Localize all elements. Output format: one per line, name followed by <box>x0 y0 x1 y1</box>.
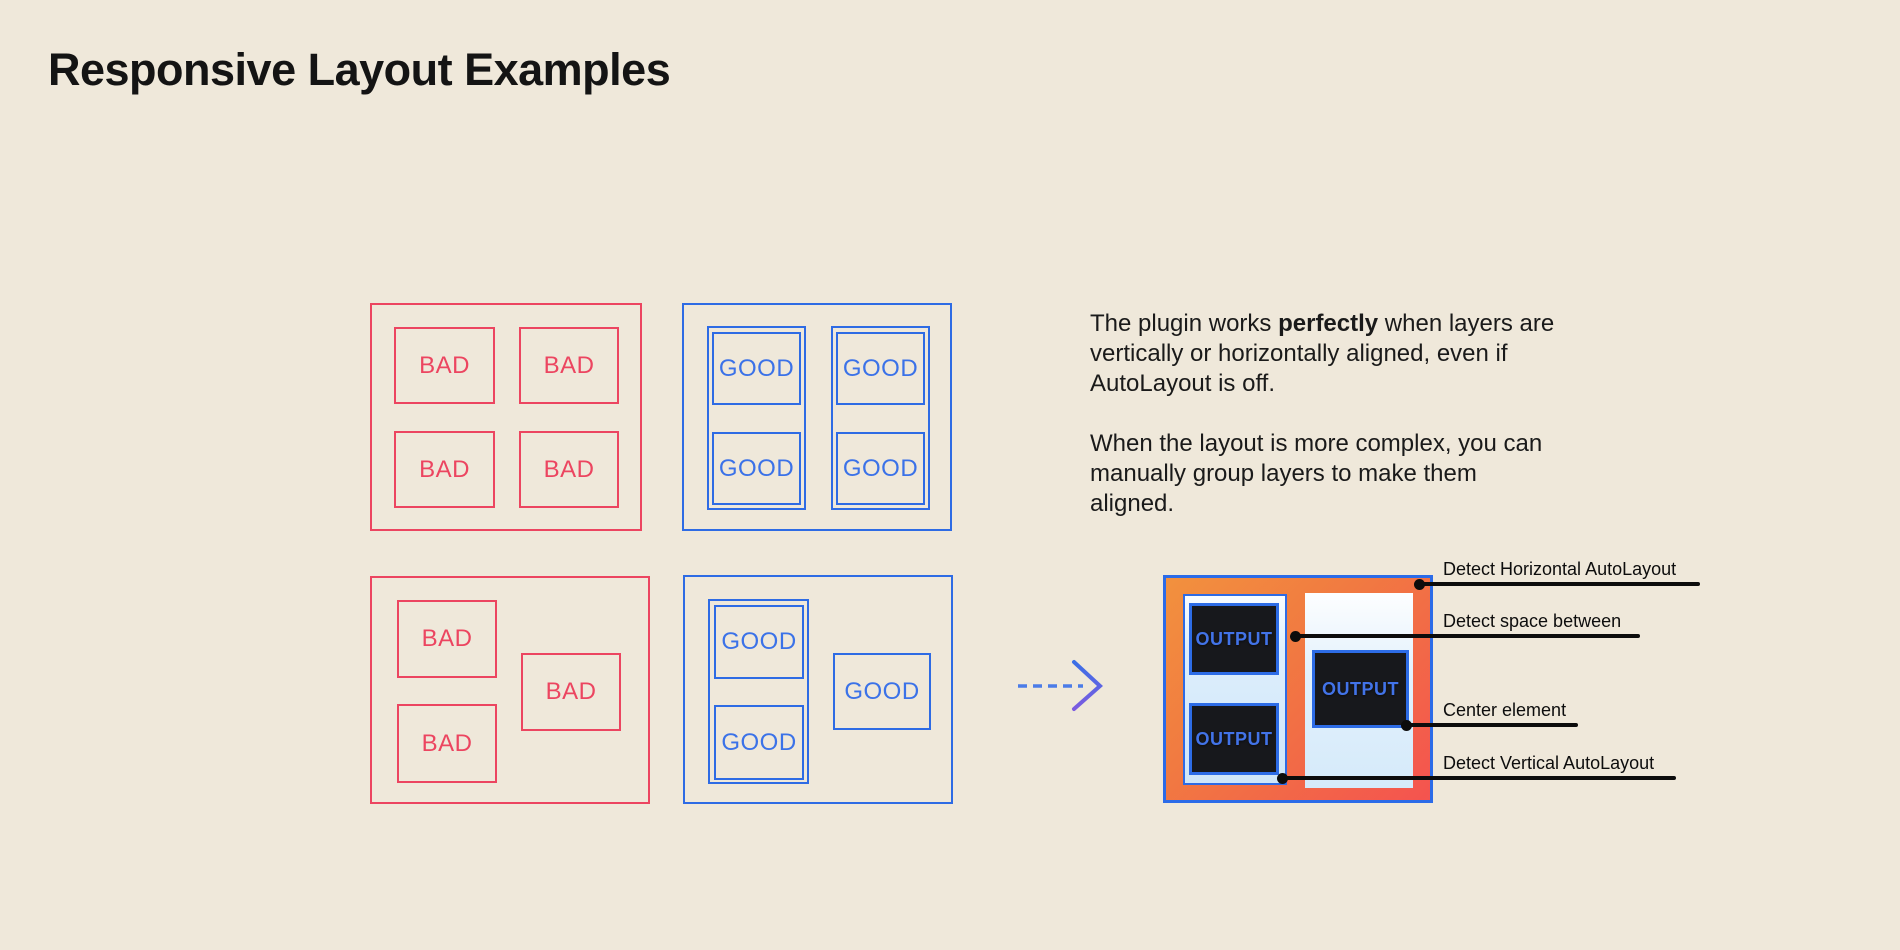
annotation-label: Detect space between <box>1443 611 1622 631</box>
description-p1-post: when layers are vertically or horizontal… <box>1090 310 1555 397</box>
bad-box: BAD <box>397 600 497 678</box>
bad-group-misaligned: BAD BAD BAD <box>370 576 650 804</box>
good-column-group: GOOD GOOD <box>831 326 930 510</box>
description-p1-bold: perfectly <box>1278 310 1379 337</box>
annotation-dot <box>1414 579 1425 590</box>
good-group-aligned: GOOD GOOD GOOD GOOD <box>682 303 952 531</box>
good-box: GOOD <box>712 432 801 505</box>
annotation-label: Detect Vertical AutoLayout <box>1443 753 1655 773</box>
bad-box: BAD <box>521 653 621 731</box>
annotation-line <box>1416 582 1700 586</box>
output-box: OUTPUT <box>1189 703 1279 775</box>
good-box: GOOD <box>833 653 931 730</box>
arrow-right-icon <box>1018 660 1103 711</box>
output-right-panel: OUTPUT <box>1305 593 1413 788</box>
description-p1-pre: The plugin works <box>1090 310 1279 337</box>
annotation-line <box>1292 634 1640 638</box>
output-left-panel: OUTPUT OUTPUT <box>1183 594 1287 785</box>
good-box: GOOD <box>714 705 804 780</box>
annotation-label: Detect Horizontal AutoLayout <box>1443 559 1677 579</box>
description-text: The plugin works perfectly when layers a… <box>1090 309 1560 549</box>
bad-box: BAD <box>394 327 495 404</box>
annotation-line <box>1403 723 1578 727</box>
bad-box: BAD <box>519 431 619 508</box>
annotation-dot <box>1277 773 1288 784</box>
output-box: OUTPUT <box>1312 650 1409 728</box>
output-frame: OUTPUT OUTPUT OUTPUT <box>1163 575 1433 803</box>
good-box: GOOD <box>714 605 804 679</box>
annotation-dot <box>1290 631 1301 642</box>
bad-box: BAD <box>397 704 497 783</box>
bad-box: BAD <box>394 431 495 508</box>
bad-group-aligned: BAD BAD BAD BAD <box>370 303 642 531</box>
description-paragraph-2: When the layout is more complex, you can… <box>1090 430 1543 517</box>
good-box: GOOD <box>836 432 925 505</box>
annotation-label: Center element <box>1443 700 1567 720</box>
good-column-group: GOOD GOOD <box>708 599 809 784</box>
page-title: Responsive Layout Examples <box>48 44 671 95</box>
annotation-dot <box>1401 720 1412 731</box>
good-box: GOOD <box>712 332 801 405</box>
description-paragraph-1: The plugin works perfectly when layers a… <box>1090 309 1560 399</box>
good-box: GOOD <box>836 332 925 405</box>
annotation-line <box>1279 776 1676 780</box>
bad-box: BAD <box>519 327 619 404</box>
output-box: OUTPUT <box>1189 603 1279 675</box>
good-group-complex: GOOD GOOD GOOD <box>683 575 953 804</box>
good-column-group: GOOD GOOD <box>707 326 806 510</box>
